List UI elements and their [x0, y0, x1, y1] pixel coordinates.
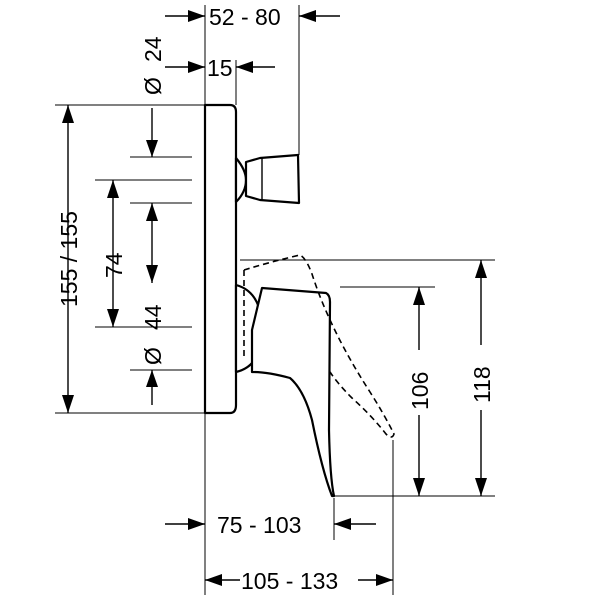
label-plate-height: 155 / 155: [56, 211, 82, 307]
label-top-width: 52 - 80: [209, 4, 281, 30]
label-top-gap: 15: [207, 55, 233, 81]
label-diameter-lower: 44: [140, 304, 166, 330]
lever-alt-position: [243, 254, 395, 438]
diameter-symbol-lower: Ø: [140, 347, 166, 365]
diameter-symbol-upper: Ø: [140, 77, 166, 95]
dim-mid-spacing: [107, 180, 119, 327]
label-overall-depth: 105 - 133: [241, 568, 338, 594]
label-lever-height: 106: [407, 372, 433, 410]
diverter-knob: [234, 153, 301, 205]
dim-lever-height: [413, 287, 425, 496]
dim-plate-height: [62, 105, 74, 413]
dim-diameter-lower: [146, 203, 158, 405]
dim-lever-depth: [165, 518, 376, 530]
wall-plate: [203, 103, 238, 415]
label-overall-height: 118: [469, 366, 495, 403]
dim-top-width: [165, 10, 340, 22]
dim-top-gap: [165, 61, 275, 73]
dim-overall-depth: [205, 574, 393, 586]
label-diameter-upper: 24: [140, 36, 166, 62]
dim-diameter-upper: [146, 108, 158, 157]
label-lever-depth: 75 - 103: [217, 512, 301, 538]
dim-overall-height: [475, 260, 487, 496]
label-mid-spacing: 74: [101, 252, 127, 278]
lever-handle: [250, 286, 336, 498]
